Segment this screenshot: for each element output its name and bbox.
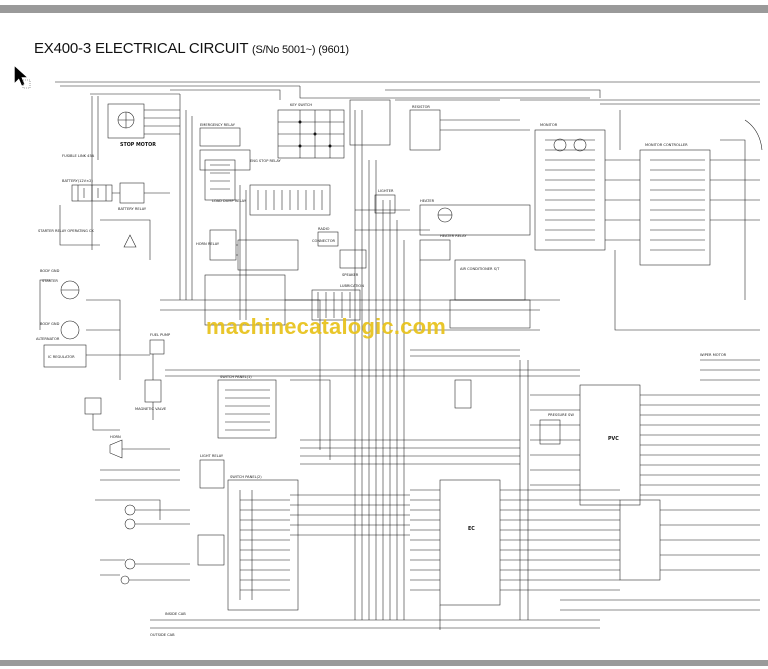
label-switch-panel-1: SWITCH PANEL(1) <box>220 375 252 379</box>
label-pressure-sw: PRESSURE SW <box>548 413 574 417</box>
label-wiper-motor: WIPER MOTOR <box>700 353 727 357</box>
mouse-pointer-icon <box>14 66 31 89</box>
label-stop-motor: STOP MOTOR <box>120 142 156 148</box>
label-load-dump-relay: LOAD DUMP RELAY <box>212 199 247 203</box>
label-heater-relay: HEATER RELAY <box>440 234 467 238</box>
label-starter: STARTER <box>42 279 58 283</box>
bottom-border-bar <box>0 660 768 666</box>
label-outside-cab: OUTSIDE CAB <box>150 633 175 637</box>
label-lubrication: LUBRICATION <box>340 284 364 288</box>
label-connector: CONNECTOR <box>312 239 336 243</box>
label-switch-panel-2: SWITCH PANEL(2) <box>230 475 262 479</box>
label-resistor: RESISTOR <box>412 105 430 109</box>
top-border-bar <box>0 5 768 13</box>
label-inside-cab: INSIDE CAB <box>165 612 186 616</box>
label-fuel-pump: FUEL PUMP <box>150 333 171 337</box>
label-horn-relay: HORN RELAY <box>196 242 220 246</box>
label-heater: HEATER <box>420 199 435 203</box>
label-pvc: PVC <box>608 436 619 442</box>
title-main: EX400-3 ELECTRICAL CIRCUIT <box>34 40 249 57</box>
label-ic-regulator: IC REGULATOR <box>48 355 75 359</box>
label-monitor-controller: MONITOR CONTROLLER <box>645 143 688 147</box>
label-lighter: LIGHTER <box>378 189 394 193</box>
label-battery-relay: BATTERY RELAY <box>118 207 147 211</box>
label-horn: HORN <box>110 435 121 439</box>
label-emergency-relay: EMERGENCY RELAY <box>200 123 236 127</box>
label-light-relay: LIGHT RELAY <box>200 454 224 458</box>
label-speaker: SPEAKER <box>342 273 359 277</box>
label-alternator: ALTERNATOR <box>36 337 60 341</box>
title-sub: (S/No 5001~) (9601) <box>252 44 349 56</box>
label-ec: EC <box>468 526 475 532</box>
label-starter-relay: STARTER RELAY OPERATING CK <box>38 229 95 233</box>
label-monitor: MONITOR <box>540 123 558 127</box>
label-fusible-link: FUSIBLE LINK 45A <box>62 154 95 158</box>
label-body-gnd-2: BODY GND <box>40 322 60 326</box>
label-magnetic-valve: MAGNETIC VALVE <box>135 407 167 411</box>
label-air-conditioner: AIR CONDITIONER S/T <box>460 267 500 271</box>
watermark: machinecatalogic.com <box>206 314 446 339</box>
label-radio: RADIO <box>318 227 330 231</box>
label-eng-stop-relay: ENG STOP RELAY <box>250 159 282 163</box>
label-body-gnd-1: BODY GND <box>40 269 60 273</box>
label-key-switch: KEY SWITCH <box>290 103 312 107</box>
label-battery: BATTERY(12V×2) <box>62 179 93 183</box>
diagram-title: EX400-3 ELECTRICAL CIRCUIT (S/No 5001~) … <box>34 40 349 57</box>
